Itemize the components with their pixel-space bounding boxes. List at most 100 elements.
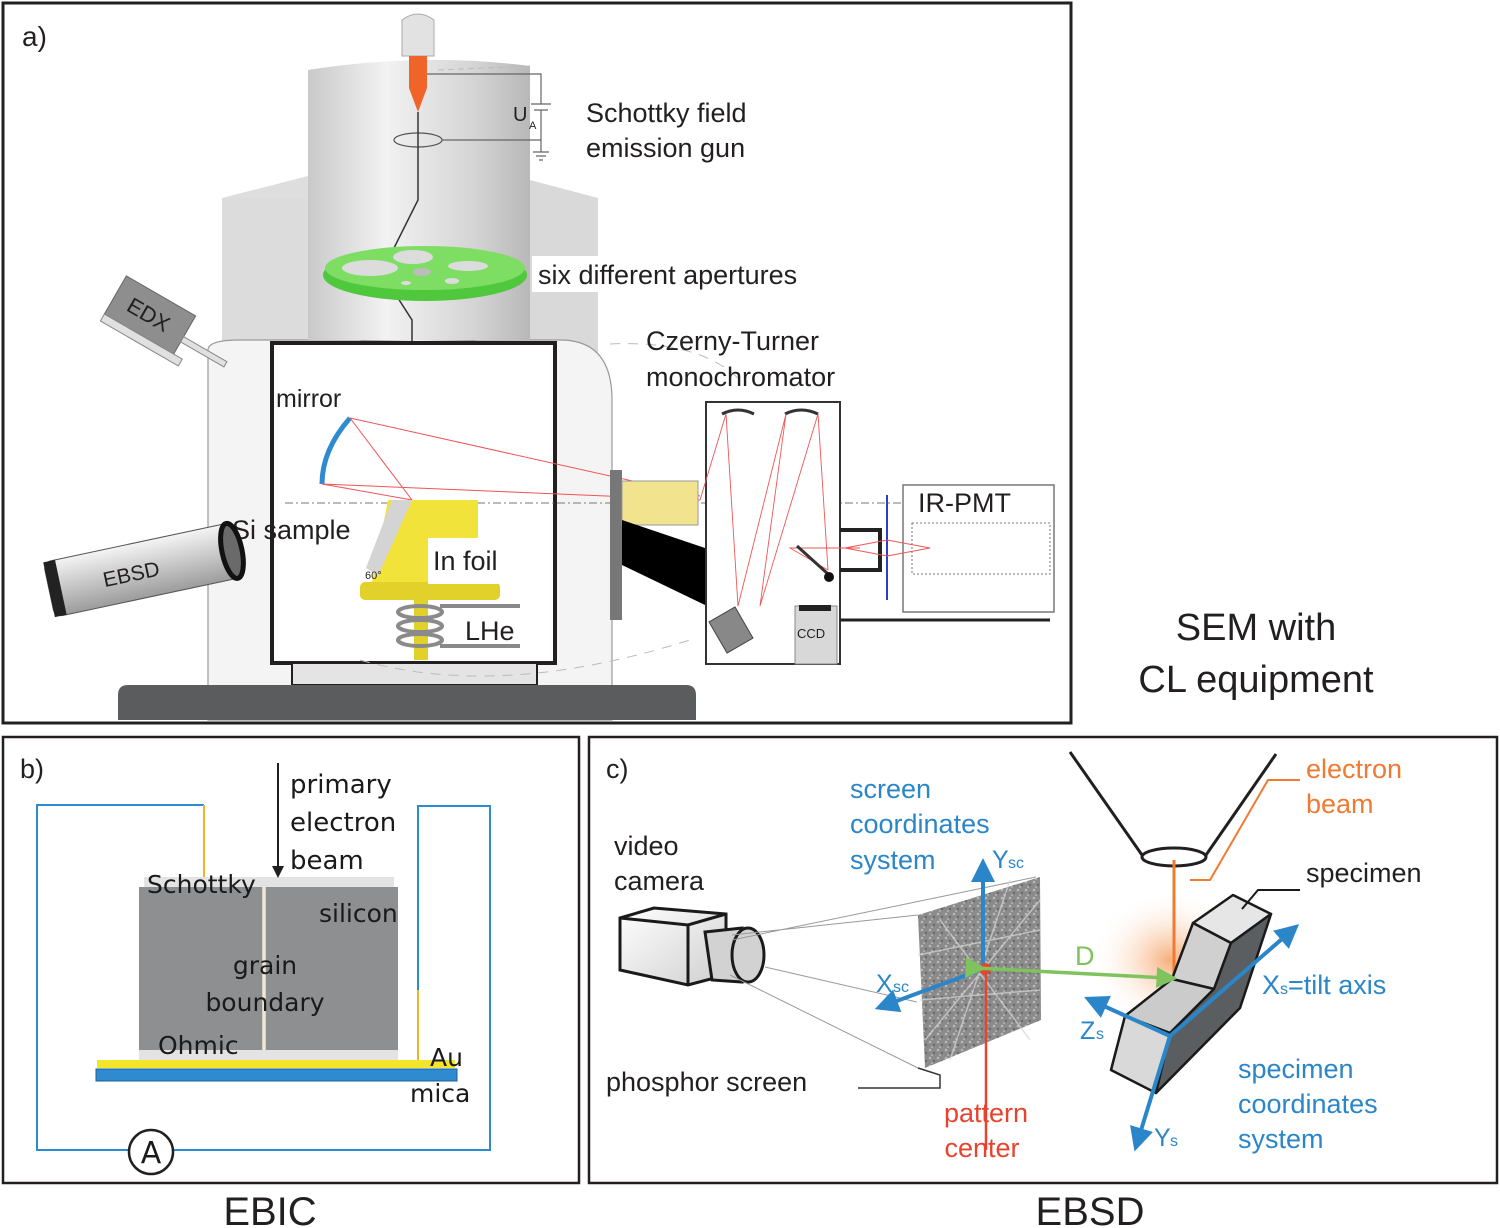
specimen-block: [1109, 893, 1273, 1095]
au-label: Au: [430, 1043, 463, 1072]
camera-lens: [730, 926, 766, 984]
camera-label-line2: camera: [614, 866, 705, 896]
apertures-label-bg: [532, 256, 842, 292]
beam-label-line1: primary: [290, 770, 392, 800]
pmt-coupler: [840, 528, 882, 572]
flip-mirror-pivot: [824, 572, 834, 582]
voltage-sub-label: A: [529, 120, 537, 132]
gun-label-line2: emission gun: [586, 133, 745, 163]
grain-label-line2: boundary: [205, 988, 324, 1017]
voltage-circuit: [427, 73, 551, 161]
spec-coord-label-line2: coordinates: [1238, 1089, 1378, 1119]
cold-finger-plate: [360, 582, 500, 600]
panel-a-caption-line1: SEM with: [1176, 607, 1336, 649]
zs-sub-label: s: [1096, 1026, 1104, 1043]
xs-sub-label: s: [1280, 981, 1288, 998]
gun-cap: [401, 13, 435, 57]
aperture-disc-top: [325, 246, 525, 290]
xsc-label: X: [876, 970, 893, 998]
ys-sub-label: s: [1170, 1133, 1178, 1150]
mono-label-line2: monochromator: [646, 362, 835, 392]
panel-c: c): [587, 735, 1499, 1185]
ebsd-end: [43, 559, 67, 618]
specimen-label: specimen: [1306, 858, 1422, 888]
beam-label-line1: electron: [1306, 754, 1402, 784]
in-foil-label-bg: [428, 538, 514, 584]
sem-base: [118, 685, 696, 720]
ysc-label: Y: [992, 846, 1009, 874]
ammeter-symbol: [127, 1128, 175, 1176]
ohmic-contact: [139, 1050, 398, 1060]
xs-label: X: [1262, 970, 1280, 1000]
ir-pmt-label: IR-PMT: [918, 488, 1011, 518]
housing-back-left: [222, 176, 308, 200]
si-sample: [366, 500, 412, 576]
aperture-hole: [342, 260, 398, 276]
si-sample-label: Si sample: [232, 515, 351, 545]
camera-label-line1: video: [614, 831, 679, 861]
panel-b-tag: b): [20, 754, 44, 784]
ccd-camera: [794, 605, 838, 665]
dashed-outline: [437, 65, 531, 71]
ohmic-label: Ohmic: [158, 1031, 239, 1060]
xs-suffix-label: =tilt axis: [1288, 970, 1386, 1000]
edx-rail: [99, 313, 183, 367]
mono-mirrors: [721, 408, 819, 416]
voltage-label: U: [513, 104, 527, 126]
ysc-sub-label: sc: [1008, 855, 1024, 872]
xsc-sub-label: sc: [893, 979, 909, 996]
pmt-tube: [911, 522, 1051, 575]
lhe-label: LHe: [465, 616, 515, 646]
screen-coord-label-line1: screen: [850, 774, 931, 804]
chamber-window: [610, 470, 622, 620]
flip-mirror: [795, 544, 830, 576]
phosphor-leader: [858, 1067, 941, 1089]
camera-edges: [619, 912, 727, 985]
circuit-wire: [36, 804, 491, 1151]
pmt-rays: [844, 539, 931, 557]
silicon-block: [139, 887, 398, 1050]
light-guide: [621, 480, 699, 526]
panel-b: b) A primary electron beam Schottky sili…: [1, 735, 581, 1185]
zs-label: Z: [1080, 1017, 1095, 1045]
edx-detector: EDX: [99, 275, 228, 368]
ccd-label: CCD: [797, 626, 825, 641]
aperture-hole: [401, 281, 411, 285]
spec-coord-label-line3: system: [1238, 1124, 1324, 1154]
phosphor-label: phosphor screen: [606, 1067, 807, 1097]
parabolic-mirror: [319, 416, 352, 485]
ebsd-detector: EBSD: [43, 520, 246, 618]
panel-b-caption: EBIC: [223, 1190, 316, 1228]
panel-a-caption-line2: CL equipment: [1138, 659, 1374, 701]
dashed-arc: [359, 343, 741, 677]
pattern-center-label-line1: pattern: [944, 1098, 1028, 1128]
electron-beam-leader: [1190, 779, 1300, 881]
edx-rail: [179, 336, 228, 368]
zs-axis: [1084, 996, 1171, 1038]
pole-piece-right: [1204, 753, 1278, 856]
grating: [708, 606, 754, 654]
beam-label-line3: beam: [290, 846, 364, 876]
au-layer: [97, 1060, 455, 1068]
ammeter-label: A: [141, 1136, 162, 1171]
schottky-contact: [144, 877, 394, 889]
panel-c-caption: EBSD: [1036, 1190, 1145, 1228]
beam-label-line2: electron: [290, 808, 396, 838]
angle-label: 60°: [365, 570, 382, 582]
pattern-center-label-line2: center: [944, 1133, 1019, 1163]
mono-rays: [699, 413, 860, 607]
stage-base: [291, 662, 538, 686]
panel-c-tag: c): [606, 754, 629, 784]
aperture-hole: [445, 278, 459, 284]
ebsd-lens: [218, 520, 246, 581]
ys-axis: [1130, 1035, 1172, 1152]
video-camera: [618, 906, 766, 987]
mirror-label: mirror: [276, 385, 341, 413]
panel-a-tag: a): [22, 21, 47, 52]
housing-left: [222, 198, 312, 348]
screen-coord-label-line2: coordinates: [850, 809, 990, 839]
distance-d-label: D: [1075, 941, 1095, 971]
apertures-label: six different apertures: [538, 260, 797, 290]
specimen-side-face: [1154, 912, 1273, 1095]
